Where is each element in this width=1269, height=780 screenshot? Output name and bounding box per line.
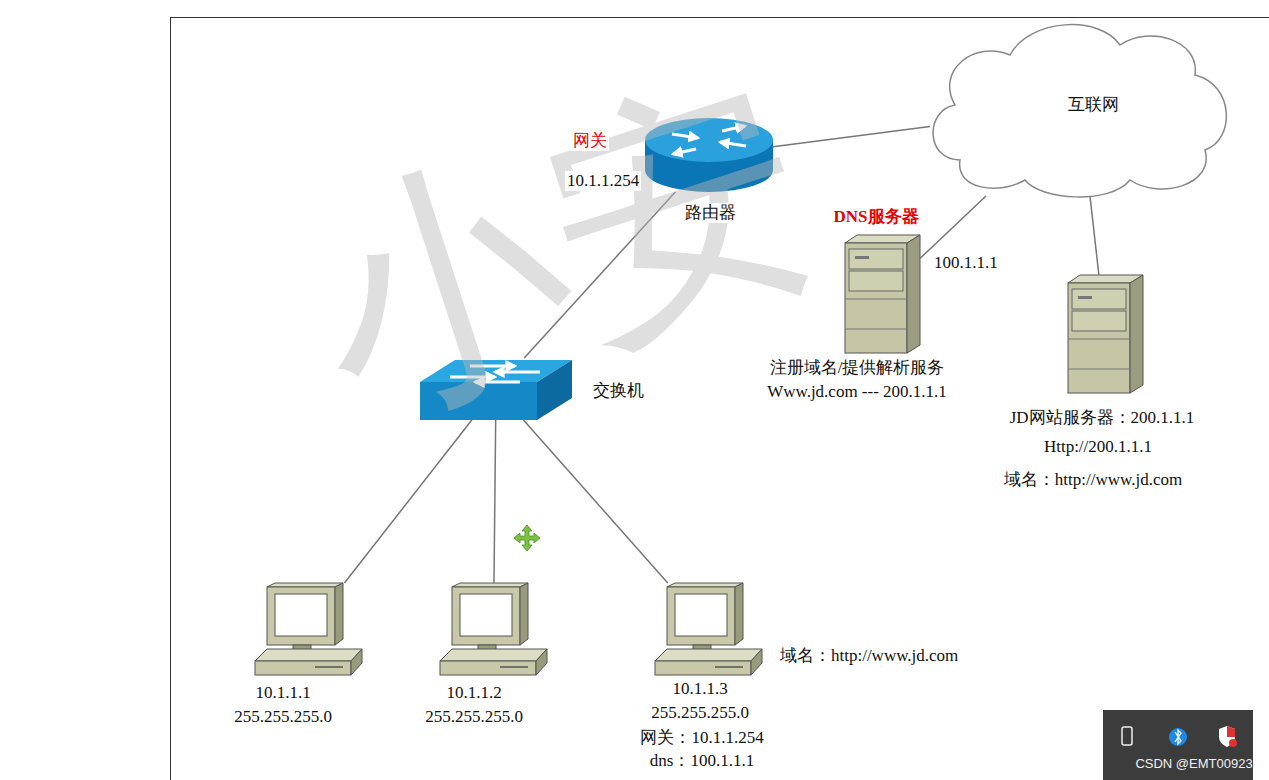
device-label: 10.1.1.1 <box>253 683 312 703</box>
device-label: 10.1.1.2 <box>444 683 503 703</box>
network-link <box>523 420 667 583</box>
taskbar-caption: CSDN @EMT00923 <box>1135 756 1252 772</box>
network-link <box>494 420 496 583</box>
network-link <box>1090 196 1099 275</box>
device-label: 互联网 <box>1066 95 1121 115</box>
device-label: Http://200.1.1.1 <box>1042 437 1154 457</box>
device-label: DNS服务器 <box>831 207 920 227</box>
web-server: JD网站服务器：200.1.1.1Http://200.1.1.1域名：http… <box>1068 275 1143 393</box>
device-label: 10.1.1.3 <box>670 679 729 699</box>
device-label: 路由器 <box>683 203 738 223</box>
internet-cloud: 互联网 <box>930 18 1230 196</box>
device-label: 域名：http://www.jd.com <box>1002 470 1184 490</box>
device-label: JD网站服务器：200.1.1.1 <box>1008 408 1197 428</box>
router: 网关10.1.1.254路由器 <box>645 118 773 192</box>
host-pc: 10.1.1.3255.255.255.0网关：10.1.1.254dns：10… <box>655 583 762 675</box>
switch: 交换机 <box>420 358 572 420</box>
device-label: 注册域名/提供解析服务 <box>768 358 947 378</box>
device-label: 255.255.255.0 <box>232 707 334 727</box>
device-label: dns：100.1.1.1 <box>648 751 756 771</box>
device-label: 10.1.1.254 <box>565 171 641 191</box>
device-label: 100.1.1.1 <box>932 253 1000 273</box>
network-link <box>773 126 930 146</box>
dns-server: DNS服务器100.1.1.1注册域名/提供解析服务Www.jd.com ---… <box>845 235 920 353</box>
host-pc: 10.1.1.2255.255.255.0 <box>440 583 547 675</box>
network-link <box>920 196 986 258</box>
device-label: 域名：http://www.jd.com <box>778 646 960 666</box>
device-label: 255.255.255.0 <box>423 707 525 727</box>
host-pc: 10.1.1.1255.255.255.0 <box>255 583 362 675</box>
device-label: 交换机 <box>591 381 646 401</box>
device-label: 255.255.255.0 <box>649 703 751 723</box>
device-label: 网关 <box>571 131 609 151</box>
device-label: Www.jd.com --- 200.1.1.1 <box>765 382 949 402</box>
device-label: 网关：10.1.1.254 <box>638 728 765 748</box>
